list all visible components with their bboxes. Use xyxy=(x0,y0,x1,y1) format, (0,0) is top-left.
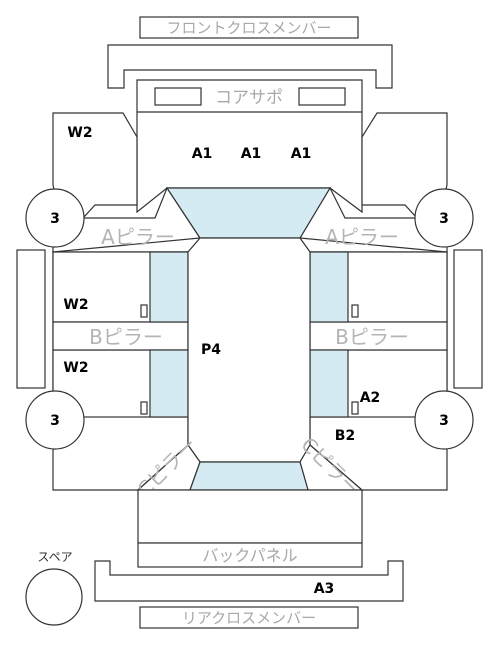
wheel-front-right xyxy=(414,188,474,248)
spare-tire xyxy=(25,568,83,626)
spare-label: スペア xyxy=(37,550,72,564)
wheel-rear-right xyxy=(414,390,474,450)
headlight-right xyxy=(298,87,346,106)
door-handle-rear-right xyxy=(351,401,359,415)
door-handle-rear-left xyxy=(140,401,148,415)
wheel-rear-right-code: 3 xyxy=(439,413,449,429)
wheel-front-right-code: 3 xyxy=(439,211,449,227)
side-sill-right xyxy=(453,249,483,389)
b-pillar-right-label: Bピラー xyxy=(335,325,409,349)
fender-left-code: W2 xyxy=(67,125,92,141)
roof-code: P4 xyxy=(201,342,221,358)
rear-cross-member-label: リアクロスメンバー xyxy=(182,609,316,627)
core-support-label: コアサポ xyxy=(215,88,283,108)
rear-bumper-code: A3 xyxy=(314,581,335,597)
rear-window xyxy=(189,461,309,491)
door-handle-front-left xyxy=(140,304,148,318)
hood-code-3: A1 xyxy=(291,146,312,162)
wheel-rear-left-code: 3 xyxy=(50,413,60,429)
a-pillar-left-label: Aピラー xyxy=(101,225,175,249)
side-window-front-right xyxy=(309,251,349,323)
side-window-rear-right xyxy=(309,349,349,418)
b-pillar-left-label: Bピラー xyxy=(89,325,163,349)
door-rear-left-code: W2 xyxy=(63,360,88,376)
b-pillar-right-band xyxy=(309,321,448,351)
front-cross-member-box xyxy=(139,16,359,39)
door-front-left-code: W2 xyxy=(63,297,88,313)
door-rear-right-code-b: B2 xyxy=(335,428,355,444)
door-rear-right-code-a: A2 xyxy=(360,390,381,406)
wheel-front-left xyxy=(25,188,85,248)
rear-bumper xyxy=(94,560,404,602)
side-window-front-left xyxy=(149,251,189,323)
back-panel-box xyxy=(137,542,363,568)
side-window-rear-left xyxy=(149,349,189,418)
rear-cross-member-box xyxy=(139,606,359,629)
door-handle-front-right xyxy=(351,304,359,318)
back-panel-label: バックパネル xyxy=(202,546,297,565)
trunk-lid xyxy=(137,489,363,544)
a-pillar-right-label: Aピラー xyxy=(325,225,399,249)
front-bumper xyxy=(107,44,393,89)
wheel-front-left-code: 3 xyxy=(50,211,60,227)
headlight-left xyxy=(154,87,202,106)
hood-code-2: A1 xyxy=(241,146,262,162)
wheel-rear-left xyxy=(25,390,85,450)
front-cross-member-label: フロントクロスメンバー xyxy=(166,19,331,37)
hood-code-1: A1 xyxy=(192,146,213,162)
side-sill-left xyxy=(16,249,46,389)
